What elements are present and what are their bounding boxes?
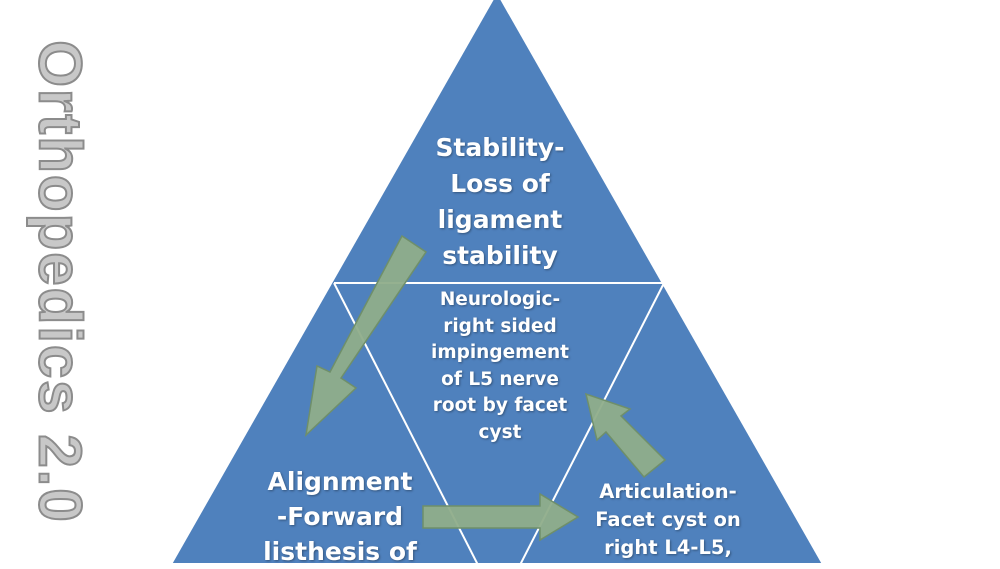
pyramid-triangle bbox=[172, 0, 822, 563]
orthopedics-watermark: Orthopedics 2.0 bbox=[26, 39, 95, 524]
arrow-alignment-to-articulation bbox=[422, 492, 580, 542]
neurologic-label: Neurologic- right sided impingement of L… bbox=[430, 289, 569, 443]
alignment-label: Alignment -Forward listhesis of bbox=[263, 467, 417, 566]
arrow-articulation-to-neurologic bbox=[584, 392, 667, 479]
stability-label: Stability- Loss of ligament stability bbox=[435, 133, 565, 270]
arrow-stability-to-alignment bbox=[304, 234, 428, 438]
articulation-label: Articulation- Facet cyst on right L4-L5, bbox=[595, 480, 741, 559]
